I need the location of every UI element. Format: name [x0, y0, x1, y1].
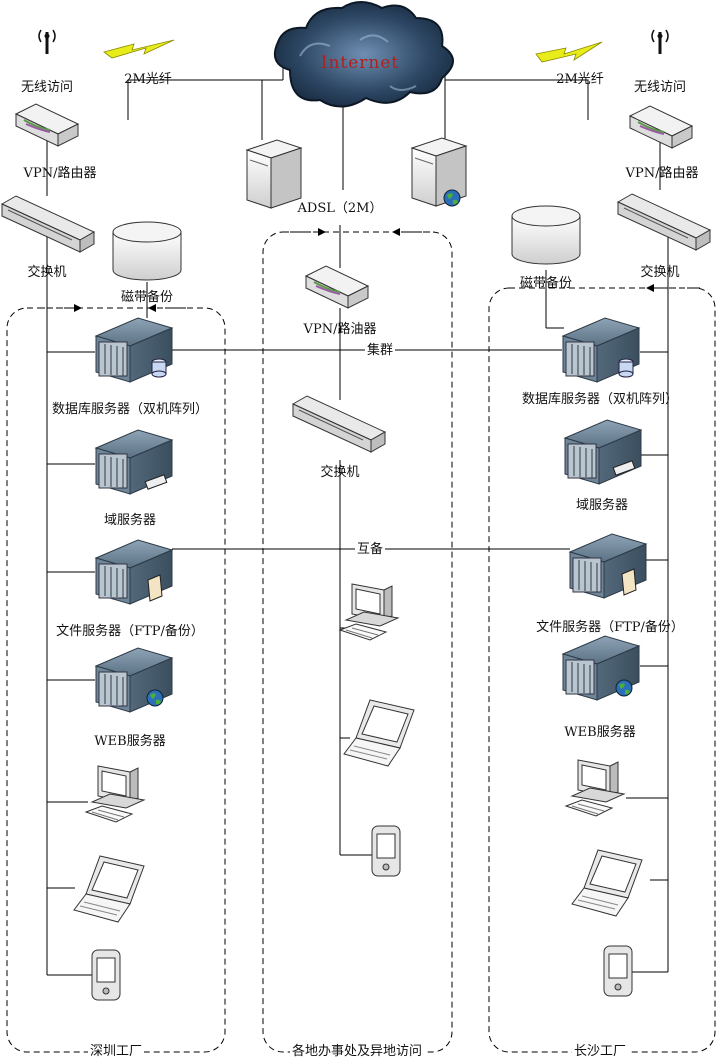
- middle-switch-label: 交换机: [320, 465, 360, 480]
- right-domain-server-label: 域服务器: [575, 498, 629, 513]
- changsha-zone-label: 长沙工厂: [571, 1044, 629, 1059]
- right-web-server-label: WEB服务器: [564, 725, 636, 740]
- usb-key-icon: [144, 474, 168, 490]
- right-switch-icon: [617, 193, 711, 251]
- antenna-icon: [650, 28, 670, 56]
- middle-pda-icon: [371, 825, 401, 877]
- cluster-label: 集群: [364, 343, 396, 358]
- left-db-server-label: 数据库服务器（双机阵列）: [51, 402, 209, 417]
- access-arrows: [40, 231, 700, 309]
- right-db-server-label: 数据库服务器（双机阵列）: [521, 392, 679, 407]
- left-router-icon: [15, 103, 79, 147]
- lightning-icon: [535, 41, 603, 63]
- right-wireless-label: 无线访问: [633, 80, 687, 95]
- document-icon: [621, 568, 637, 596]
- left-fiber-label: 2M光纤: [124, 72, 172, 87]
- left-web-server-label: WEB服务器: [94, 734, 166, 749]
- offices-zone-label: 各地办事处及异地访问: [289, 1044, 425, 1059]
- right-desktop-pc-icon: [565, 759, 625, 817]
- database-disk-icon: [151, 358, 167, 378]
- zone-offices-boundary: [262, 231, 453, 1053]
- left-switch-label: 交换机: [27, 265, 67, 280]
- right-domain-server-icon: [564, 419, 642, 485]
- globe-icon: [615, 679, 633, 697]
- lightning-icon: [103, 39, 175, 59]
- middle-desktop-pc-icon: [339, 583, 399, 641]
- adsl-label: ADSL（2M）: [295, 201, 385, 216]
- right-switch-label: 交换机: [640, 265, 680, 280]
- left-wireless-label: 无线访问: [20, 80, 74, 95]
- left-laptop-icon: [73, 855, 145, 923]
- left-desktop-pc-icon: [85, 765, 145, 823]
- right-pda-icon: [603, 945, 633, 997]
- left-switch-icon: [1, 195, 95, 253]
- globe-icon: [443, 189, 461, 207]
- right-laptop-icon: [571, 849, 643, 917]
- usb-key-icon: [612, 460, 636, 476]
- right-fiber-label: 2M光纤: [556, 72, 604, 87]
- left-file-server-label: 文件服务器（FTP/备份）: [56, 624, 204, 639]
- mutual-backup-label: 互备: [354, 542, 386, 557]
- middle-switch-icon: [292, 395, 386, 453]
- left-tape-label: 磁带备份: [120, 290, 174, 305]
- globe-icon: [146, 689, 164, 707]
- tower-server-icon: [246, 139, 302, 209]
- middle-router-label: VPN/路油器: [303, 322, 377, 337]
- left-domain-server-label: 域服务器: [103, 513, 157, 528]
- left-router-label: VPN/路由器: [23, 166, 97, 181]
- antenna-icon: [37, 28, 57, 56]
- internet-cloud-icon: [274, 1, 454, 108]
- right-router-icon: [629, 105, 693, 149]
- right-tape-label: 磁带备份: [519, 276, 573, 291]
- shenzhen-zone-label: 深圳工厂: [87, 1044, 145, 1059]
- database-disk-icon: [618, 358, 634, 378]
- left-pda-icon: [91, 949, 121, 1001]
- right-tape-drive-icon: [511, 205, 581, 265]
- middle-router-icon: [305, 265, 369, 309]
- internet-label: Internet: [320, 53, 400, 73]
- right-file-server-label: 文件服务器（FTP/备份）: [536, 620, 684, 635]
- right-router-label: VPN/路由器: [625, 166, 699, 181]
- document-icon: [147, 574, 163, 602]
- left-tape-drive-icon: [112, 221, 182, 281]
- middle-laptop-icon: [343, 699, 415, 767]
